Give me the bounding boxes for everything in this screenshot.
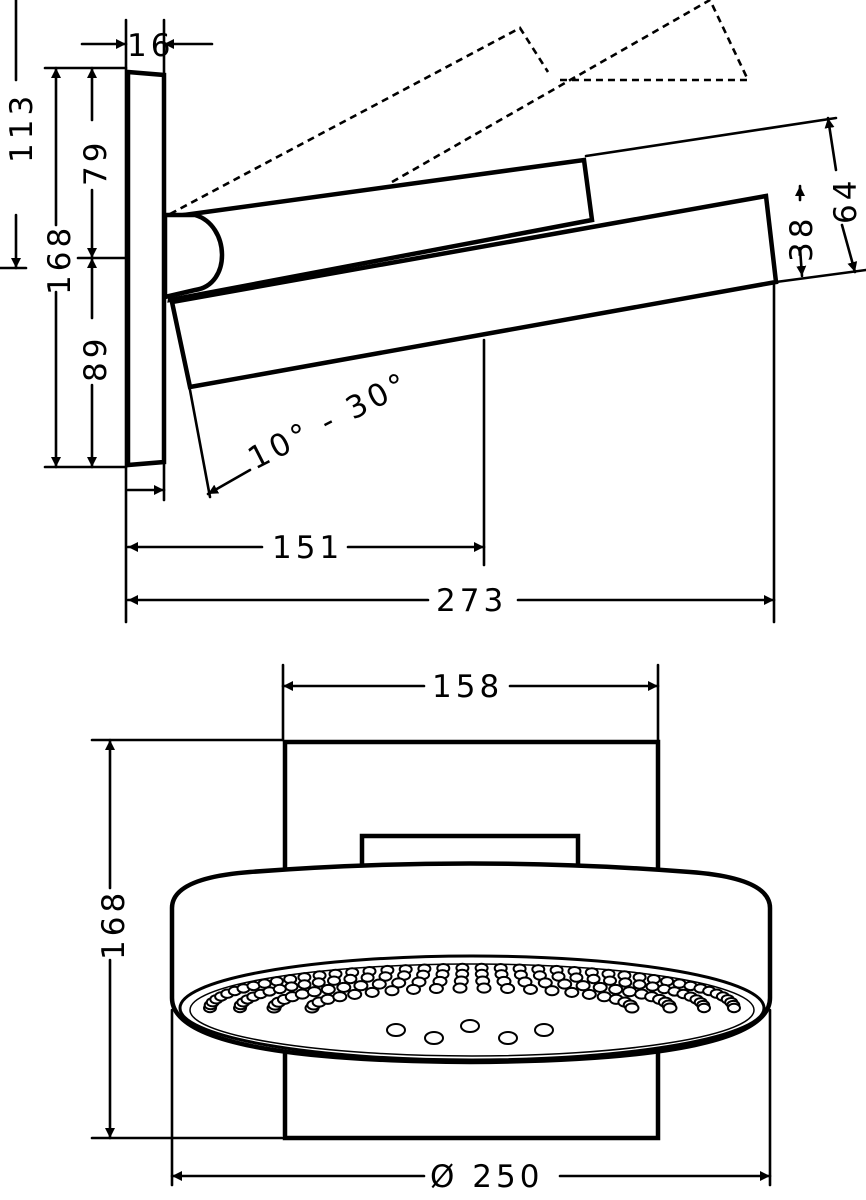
spray-nozzle xyxy=(311,977,326,988)
dim-top-offset: 113 xyxy=(4,92,40,163)
tilt-outline-20 xyxy=(391,0,751,184)
spray-nozzle xyxy=(428,982,444,995)
spray-nozzle xyxy=(544,985,560,997)
spray-nozzle xyxy=(622,986,638,998)
spray-nozzle xyxy=(378,971,393,982)
spray-nozzle xyxy=(569,972,584,983)
spray-nozzle xyxy=(586,973,601,985)
dim-total-height-front: 168 xyxy=(96,889,132,960)
dim-plate-width: 158 xyxy=(432,669,503,705)
spray-nozzle xyxy=(551,971,566,982)
side-view: 16 113 168 79 89 64 38 10° - 30° xyxy=(0,0,866,624)
spray-nozzle xyxy=(332,991,348,1003)
spray-nozzle xyxy=(391,977,407,989)
dim-total-height-side: 168 xyxy=(42,224,78,295)
spray-nozzle xyxy=(662,1002,678,1014)
dim-upper-part: 79 xyxy=(78,139,114,186)
spray-nozzle-center xyxy=(534,1023,554,1037)
ext-line-head-top xyxy=(584,116,838,158)
spray-nozzle xyxy=(353,980,369,992)
spray-nozzle xyxy=(297,979,312,990)
dim-arm-length: 151 xyxy=(272,530,343,566)
spray-nozzle xyxy=(523,983,538,995)
dim-head-height: 64 xyxy=(828,177,864,224)
spray-nozzle xyxy=(564,986,580,998)
spray-nozzle xyxy=(476,982,492,994)
spray-nozzle xyxy=(364,986,380,998)
spray-face xyxy=(178,954,766,1062)
spray-nozzle xyxy=(500,982,516,995)
ext-line-head-bottom xyxy=(774,268,866,284)
spray-nozzle-center xyxy=(498,1031,518,1045)
spray-nozzle xyxy=(272,983,287,995)
spray-nozzle xyxy=(697,1002,711,1014)
spray-nozzle xyxy=(537,977,553,989)
spray-nozzle xyxy=(557,978,573,990)
spray-nozzle xyxy=(603,975,617,986)
spray-nozzle xyxy=(608,983,624,995)
dim-diameter: Ø 250 xyxy=(430,1159,543,1195)
spray-nozzle xyxy=(294,988,310,1000)
spray-nozzle xyxy=(624,1002,640,1014)
dim-lower-part: 89 xyxy=(78,335,114,382)
spray-nozzle xyxy=(727,1002,741,1014)
ext-line-angle xyxy=(188,388,212,499)
spray-nozzle xyxy=(360,972,375,983)
spray-nozzle xyxy=(327,975,341,986)
wall-plate xyxy=(125,69,167,468)
dim-total-length: 273 xyxy=(436,583,507,619)
spray-nozzle xyxy=(581,988,597,1000)
spray-nozzle xyxy=(452,982,468,994)
spray-nozzle xyxy=(343,973,358,985)
spray-nozzle xyxy=(284,981,299,992)
spray-nozzle-center xyxy=(386,1023,406,1037)
spray-nozzle xyxy=(306,986,322,998)
spray-nozzle xyxy=(384,985,400,997)
dim-wall-thickness: 16 xyxy=(127,28,174,64)
spray-nozzle xyxy=(592,981,608,993)
spray-nozzle xyxy=(347,988,363,1000)
spray-nozzle xyxy=(632,979,647,990)
tilt-outline-30 xyxy=(169,26,550,216)
spray-nozzle xyxy=(371,978,387,990)
spray-nozzle xyxy=(645,981,660,992)
dim-angle: 10° - 30° xyxy=(242,365,416,477)
spray-nozzle xyxy=(320,983,336,995)
spray-face-inner xyxy=(189,963,755,1057)
front-view: 158 168 Ø 250 xyxy=(90,663,773,1195)
spray-nozzle xyxy=(406,983,421,995)
spray-nozzle-center xyxy=(424,1031,444,1045)
spray-nozzle xyxy=(336,981,352,993)
dim-arm-height: 38 xyxy=(784,215,820,262)
nozzle-group xyxy=(203,962,741,1045)
spray-nozzle-center xyxy=(460,1019,480,1033)
arm-joint xyxy=(162,212,225,300)
spray-nozzle xyxy=(575,980,591,992)
spray-nozzle xyxy=(618,977,633,988)
